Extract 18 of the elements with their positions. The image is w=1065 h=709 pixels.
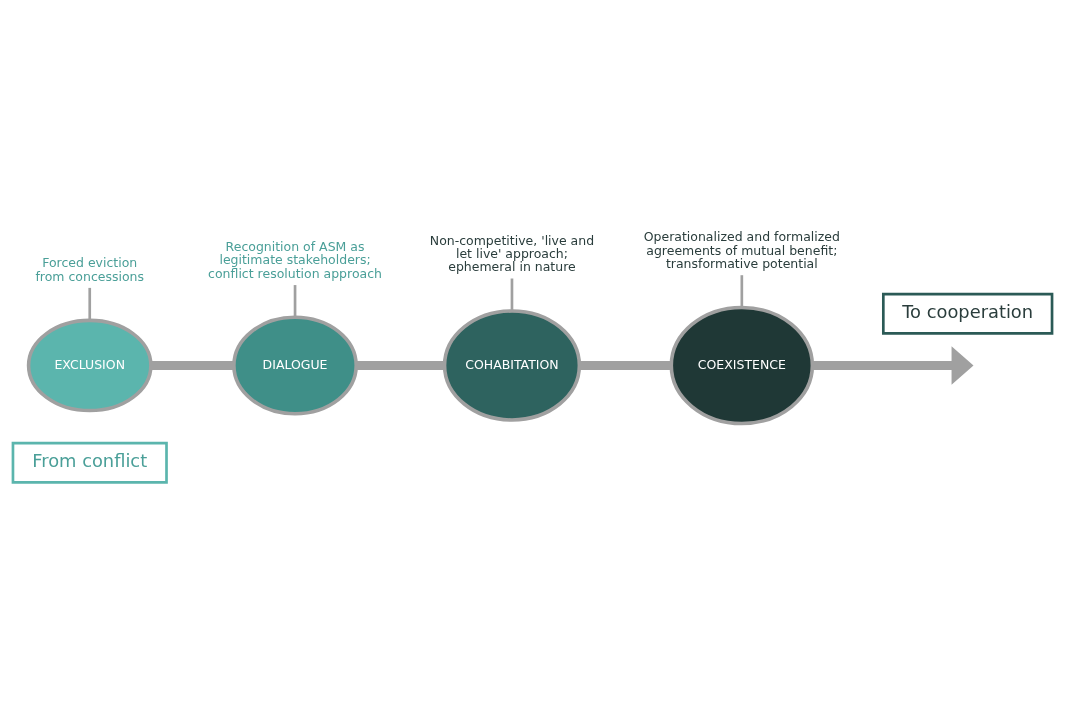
connector [740,274,744,307]
connector [293,284,297,317]
node-ellipse: EXCLUSION [26,318,153,412]
node-ellipse: COEXISTENCE [669,305,815,425]
connector [356,360,445,370]
connector [510,278,514,311]
node-ellipse: DIALOGUE [232,315,358,415]
node-box: To cooperation [882,292,1054,335]
node-text: Non-competitive, 'live and let live' approach; ephemeral in nature [429,232,595,274]
node-text: Operationalized and formalized agreements of mutual benefit; transformative potential [643,228,840,271]
node-ellipse: COHABITATION [442,308,582,422]
arrow [812,345,974,385]
connector [151,360,234,370]
node-text: Recognition of ASM as legitimate stakeholders; conflict resolution approach [208,238,382,281]
connector [579,360,672,370]
node-text: Forced eviction from concessions [35,254,144,284]
node-box: From conflict [11,441,168,484]
connector [88,287,92,320]
